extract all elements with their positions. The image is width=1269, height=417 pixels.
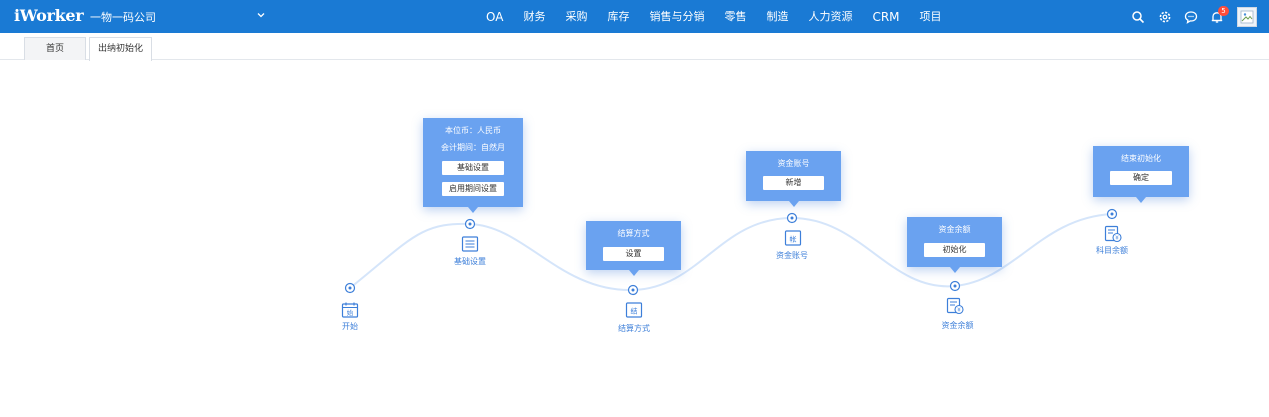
step-label-balance: 资金余额 — [941, 321, 974, 330]
step-label-basic: 基础设置 — [454, 257, 486, 266]
avatar[interactable] — [1237, 7, 1257, 27]
svg-text:结: 结 — [631, 307, 638, 316]
menu-manufacturing[interactable]: 制造 — [766, 10, 789, 23]
menu-project[interactable]: 项目 — [919, 10, 942, 23]
settlement-setup-button[interactable]: 设置 — [603, 247, 664, 261]
confirm-finish-button[interactable]: 确定 — [1110, 171, 1172, 185]
menu-retail[interactable]: 零售 — [724, 10, 747, 23]
flow-curve — [344, 208, 1118, 296]
subject-balance-icon: ¥ — [1104, 225, 1122, 243]
settlement-popup-title: 结算方式 — [617, 229, 650, 238]
step-label-account: 资金账号 — [776, 251, 808, 260]
initialization-flow: 始 开始 本位币：人民币 会计期间：自然月 基础设置 启用期间设置 基础设置 结… — [0, 60, 1269, 417]
menu-crm[interactable]: CRM — [872, 10, 900, 24]
add-account-button[interactable]: 新增 — [763, 176, 824, 190]
menu-purchase[interactable]: 采购 — [565, 10, 588, 23]
basic-settings-button[interactable]: 基础设置 — [442, 161, 504, 175]
accounting-period-text: 会计期间：自然月 — [441, 143, 505, 152]
balance-popup: 资金余额 初始化 — [907, 217, 1002, 273]
svg-text:¥: ¥ — [957, 308, 961, 314]
step-label-start: 开始 — [342, 322, 358, 331]
finish-popup-title: 结束初始化 — [1121, 154, 1161, 163]
main-menu: OA 财务 采购 库存 销售与分销 零售 制造 人力资源 CRM 项目 — [486, 10, 962, 24]
menu-finance[interactable]: 财务 — [523, 10, 546, 23]
account-popup-title: 资金账号 — [777, 159, 810, 168]
chevron-down-icon[interactable] — [255, 9, 267, 21]
menu-hr[interactable]: 人力资源 — [808, 10, 853, 23]
chat-icon[interactable] — [1184, 10, 1198, 24]
account-popup: 资金账号 新增 — [746, 151, 841, 207]
enable-period-settings-button[interactable]: 启用期间设置 — [442, 182, 504, 196]
broken-image-icon — [1240, 10, 1254, 24]
tab-home[interactable]: 首页 — [24, 37, 86, 60]
base-currency-text: 本位币：人民币 — [445, 126, 501, 135]
balance-popup-title: 资金余额 — [938, 225, 971, 234]
tab-bar: 首页 出纳初始化 — [0, 33, 1269, 61]
ledger-icon: 帐 — [784, 230, 802, 246]
notification-badge: 5 — [1218, 6, 1229, 16]
menu-oa[interactable]: OA — [486, 10, 504, 24]
menu-sales-distribution[interactable]: 销售与分销 — [649, 10, 705, 23]
settlement-popup: 结算方式 设置 — [586, 221, 681, 276]
initialize-balance-button[interactable]: 初始化 — [924, 243, 985, 257]
search-icon[interactable] — [1131, 10, 1145, 24]
step-label-settlement: 结算方式 — [618, 324, 650, 333]
svg-text:始: 始 — [347, 308, 354, 317]
money-list-icon: ¥ — [946, 297, 964, 315]
gear-icon[interactable] — [1158, 10, 1172, 24]
svg-text:¥: ¥ — [1115, 236, 1119, 242]
finish-popup: 结束初始化 确定 — [1093, 146, 1189, 203]
list-icon — [461, 236, 479, 252]
settlement-icon: 结 — [625, 302, 643, 318]
menu-inventory[interactable]: 库存 — [607, 10, 630, 23]
svg-text:帐: 帐 — [790, 235, 797, 244]
calendar-icon: 始 — [341, 302, 359, 318]
tab-cashier-initialization[interactable]: 出纳初始化 — [89, 37, 152, 61]
basic-settings-popup: 本位币：人民币 会计期间：自然月 基础设置 启用期间设置 — [423, 118, 523, 213]
step-label-subject: 科目余额 — [1096, 246, 1128, 255]
top-navigation-bar: iWorker 一物一码公司 OA 财务 采购 库存 销售与分销 零售 制造 人… — [0, 0, 1269, 33]
app-logo[interactable]: iWorker — [14, 6, 84, 25]
company-selector[interactable]: 一物一码公司 — [90, 11, 156, 24]
